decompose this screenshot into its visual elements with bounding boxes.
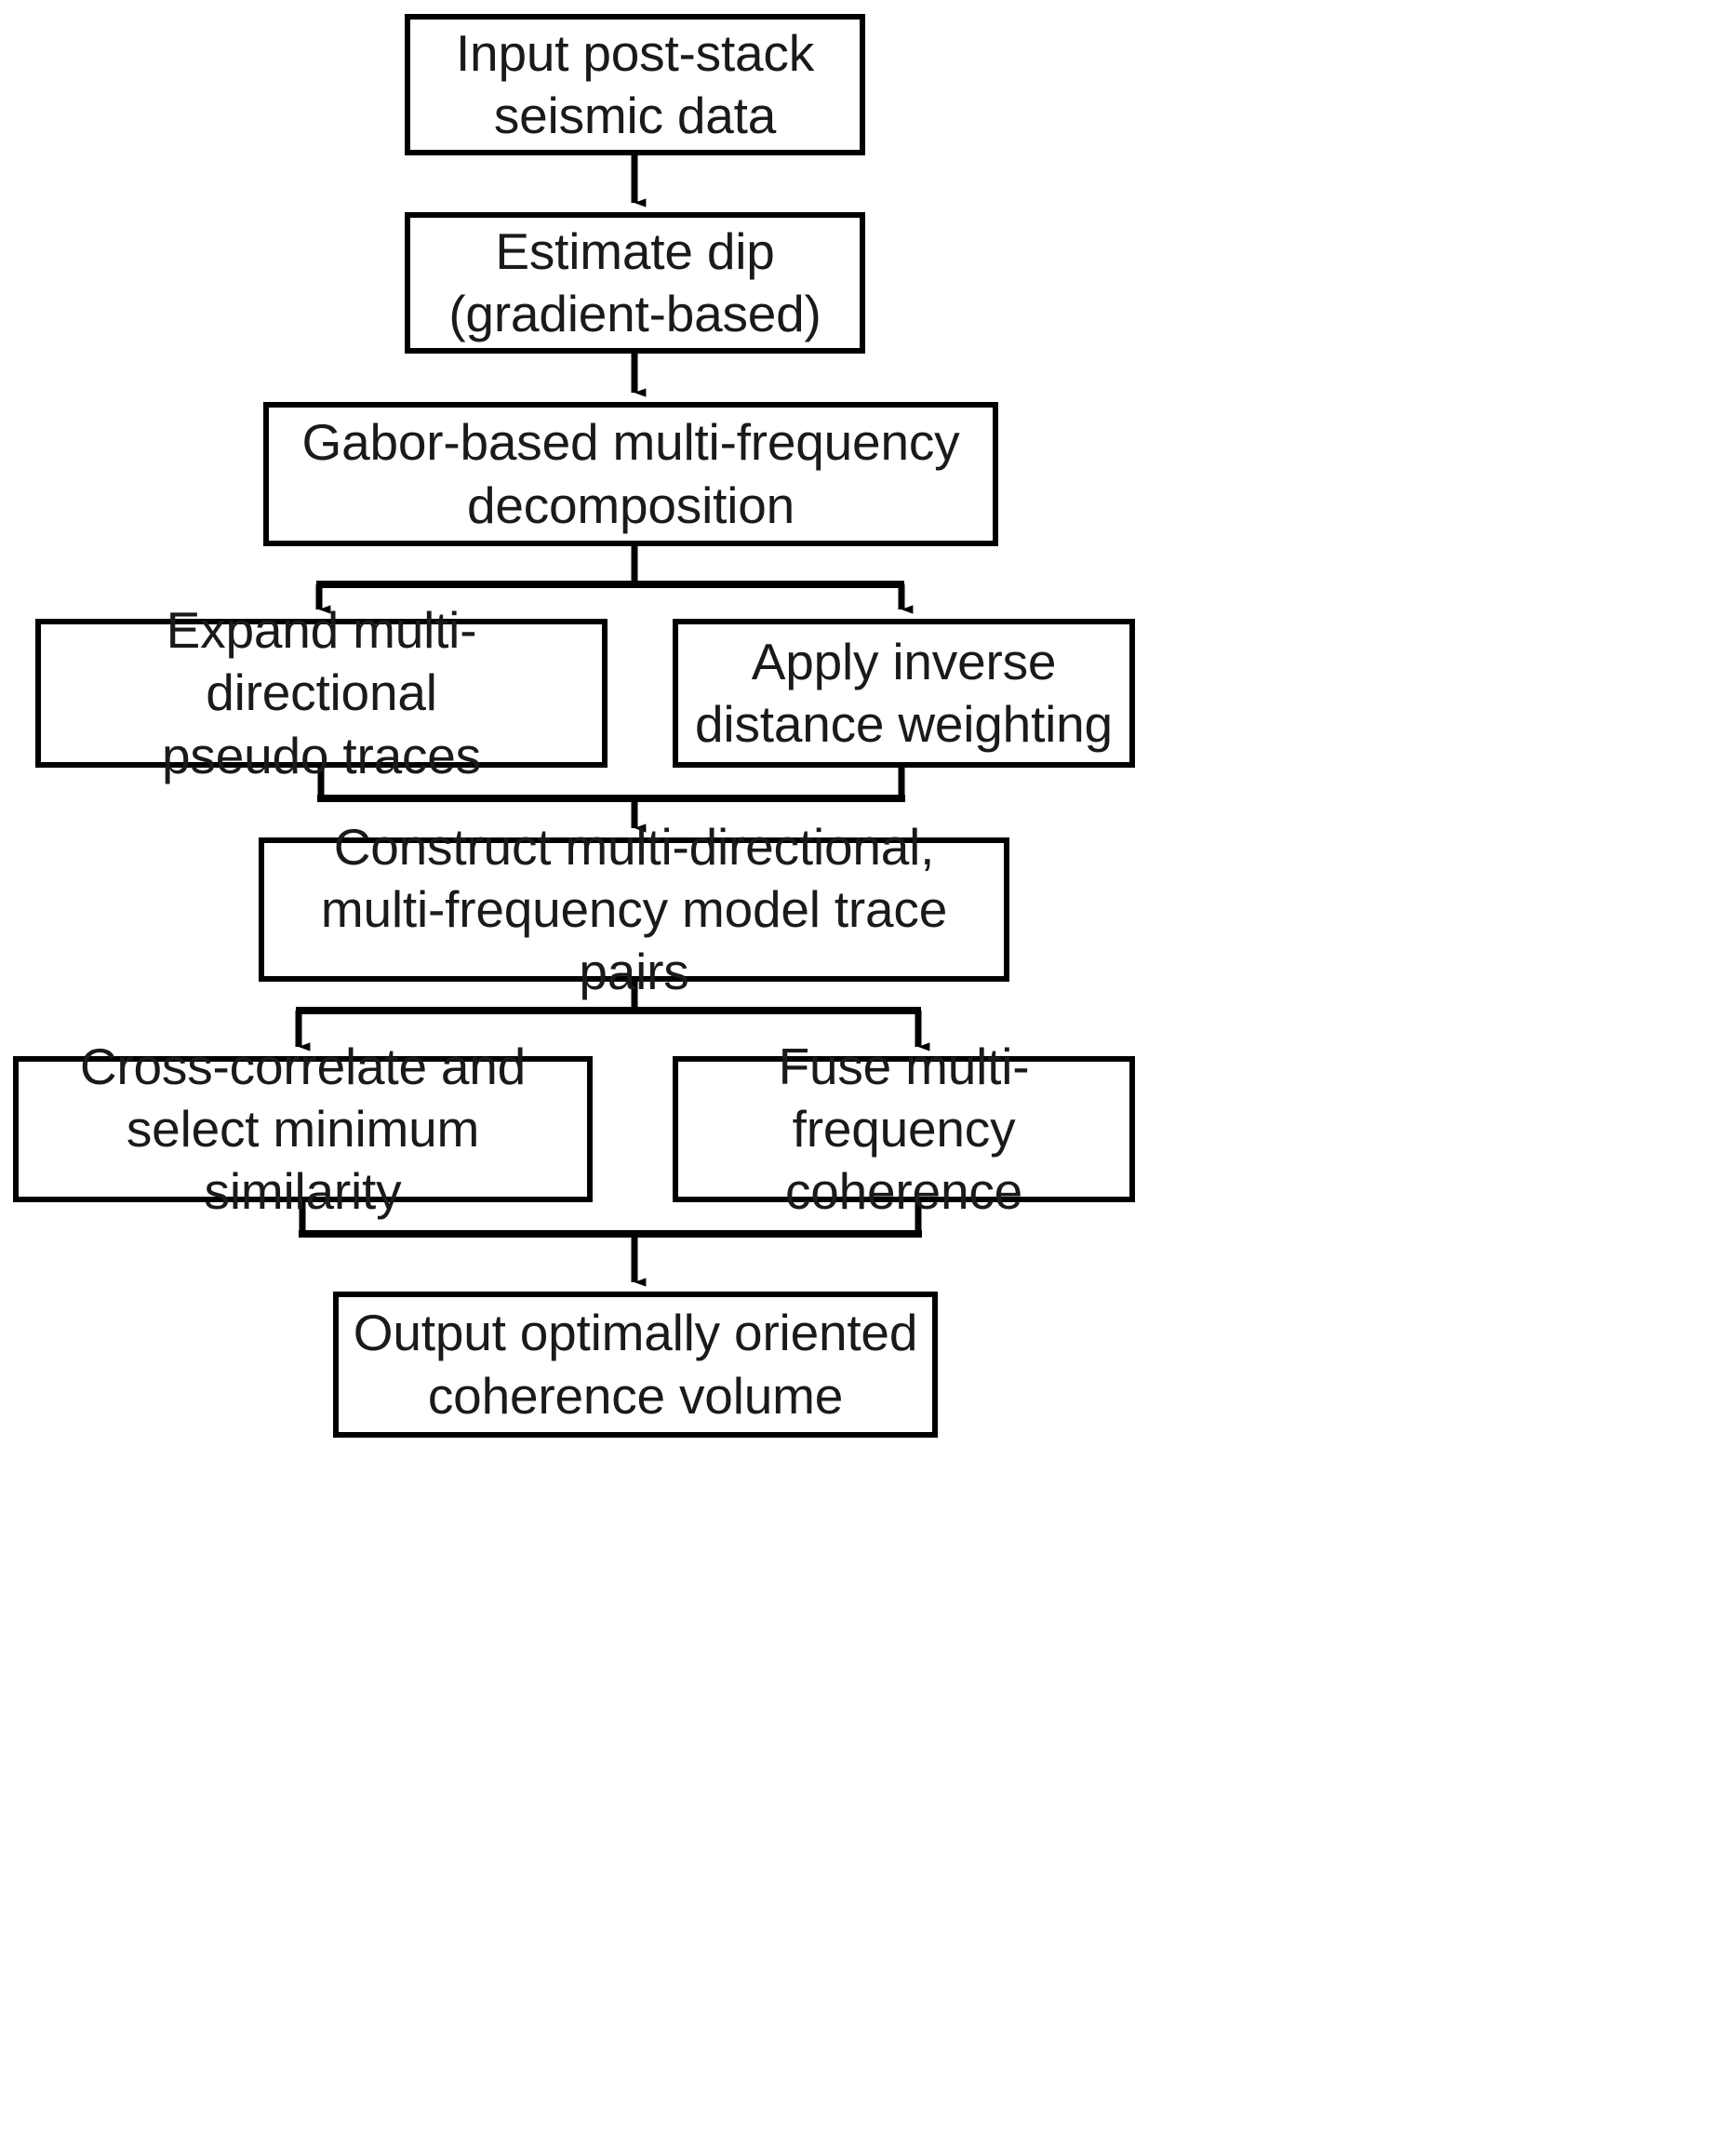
node-gabor-decomposition[interactable]: Gabor-based multi-frequency decompositio…: [263, 402, 998, 546]
node-label: Output optimally oriented coherence volu…: [353, 1304, 918, 1425]
node-expand-pseudo-traces[interactable]: Expand multi-directional pseudo traces: [35, 601, 608, 784]
connector-construct-split: [295, 982, 930, 1051]
node-inverse-distance-weighting[interactable]: Apply inverse distance weighting: [673, 619, 1135, 768]
node-label: Apply inverse distance weighting: [695, 632, 1113, 753]
node-fuse-multi-frequency-coherence[interactable]: Fuse multi-frequency coherence: [673, 1038, 1135, 1220]
connector-merge-to-construct: [317, 768, 905, 833]
node-label: Expand multi-directional pseudo traces: [162, 601, 481, 784]
connector-gabor-split: [315, 546, 914, 614]
node-construct-model-trace-pairs[interactable]: Construct multi-directional, multi-frequ…: [259, 818, 1009, 1000]
connector-merge-to-output: [299, 1202, 922, 1287]
node-label: Gabor-based multi-frequency decompositio…: [301, 413, 960, 534]
node-output-coherence-volume[interactable]: Output optimally oriented coherence volu…: [333, 1292, 938, 1438]
node-label: Cross-correlate and select minimum simil…: [79, 1037, 527, 1221]
node-label: Fuse multi-frequency coherence: [778, 1037, 1030, 1221]
node-estimate-dip[interactable]: Estimate dip (gradient-based): [405, 212, 865, 354]
node-input-post-stack-seismic-data[interactable]: Input post-stack seismic data: [405, 14, 865, 155]
node-label: Estimate dip (gradient-based): [448, 221, 821, 342]
node-cross-correlate-min-similarity[interactable]: Cross-correlate and select minimum simil…: [13, 1038, 593, 1220]
node-label: Construct multi-directional, multi-frequ…: [320, 817, 948, 1001]
node-label: Input post-stack seismic data: [455, 23, 815, 144]
